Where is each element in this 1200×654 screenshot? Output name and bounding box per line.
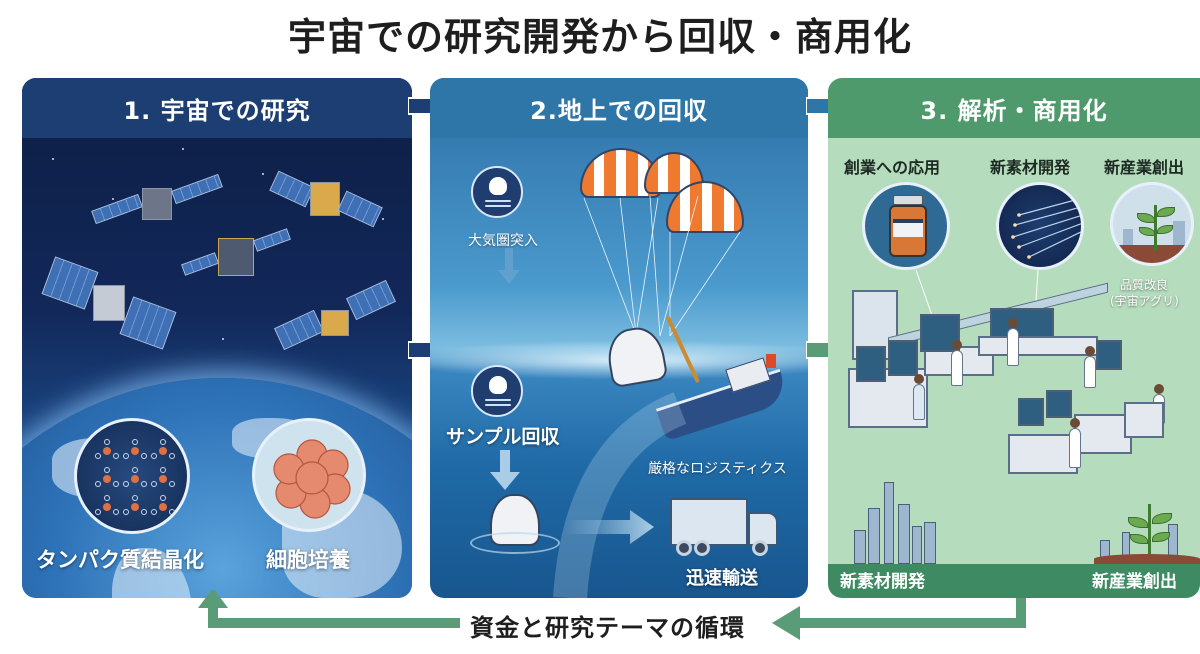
cycle-label: 資金と研究テーマの循環 bbox=[470, 614, 745, 642]
fiber-optics-icon bbox=[996, 182, 1084, 270]
truck-icon bbox=[670, 498, 748, 546]
panel-analysis-commercialization: 創業への応用 新素材開発 新産業創出 品質改良 (宇宙アグリ) bbox=[828, 78, 1200, 598]
subheader-new-industry: 新産業創出 bbox=[1104, 158, 1185, 177]
panel-ground-recovery: 大気圏突入 サンプル回収 厳格なロジスティクス bbox=[430, 78, 808, 598]
protein-crystal-icon bbox=[74, 418, 190, 534]
arrow-right-icon bbox=[566, 510, 654, 544]
subheader-new-materials: 新素材開発 bbox=[990, 158, 1071, 177]
cell-culture-icon bbox=[252, 418, 366, 532]
footer-new-industry: 新産業創出 bbox=[1092, 572, 1177, 592]
capsule-reentry-icon bbox=[471, 166, 523, 218]
cycle-arrow bbox=[198, 590, 1026, 640]
panel-3-header: 3. 解析・商用化 bbox=[828, 78, 1200, 138]
page-title: 宇宙での研究開発から回収・商用化 bbox=[287, 15, 912, 59]
lab-desk bbox=[978, 336, 1098, 356]
medicine-bottle-icon bbox=[862, 182, 950, 270]
researcher-figure bbox=[1007, 328, 1019, 366]
researcher-figure bbox=[1069, 428, 1081, 468]
lab-desk bbox=[1074, 414, 1132, 454]
star bbox=[112, 198, 114, 200]
star bbox=[222, 338, 224, 340]
panel-1-header: 1. 宇宙での研究 bbox=[22, 78, 412, 138]
star bbox=[382, 218, 384, 220]
lab-desk bbox=[1124, 402, 1164, 438]
researcher-figure bbox=[951, 350, 963, 386]
star bbox=[182, 148, 184, 150]
sample-recovery-label: サンプル回収 bbox=[446, 426, 560, 448]
star bbox=[262, 173, 264, 175]
arrow-down-icon bbox=[490, 450, 520, 490]
parachute-lines bbox=[583, 196, 741, 337]
protein-crystallization-label: タンパク質結晶化 bbox=[36, 548, 204, 572]
lab-desk bbox=[1008, 434, 1078, 474]
footer-new-materials: 新素材開発 bbox=[840, 572, 925, 592]
space-agri-label: (宇宙アグリ) bbox=[1110, 294, 1179, 308]
rapid-transport-label: 迅速輸送 bbox=[686, 568, 758, 589]
researcher-figure bbox=[1084, 356, 1096, 388]
quality-improvement-label: 品質改良 bbox=[1120, 278, 1169, 292]
capsule-splashdown-icon bbox=[471, 365, 523, 417]
arrow-down-icon bbox=[498, 248, 520, 284]
logistics-curve-arrow bbox=[553, 392, 687, 598]
panel-space-research: タンパク質結晶化 細胞培養 1. 宇宙での研究 bbox=[22, 78, 412, 598]
logistics-label: 厳格なロジスティクス bbox=[648, 461, 787, 477]
reentry-label: 大気圏突入 bbox=[468, 233, 538, 249]
panel-2-header: 2.地上での回収 bbox=[430, 78, 808, 138]
star bbox=[52, 158, 54, 160]
panel-3-footer bbox=[828, 564, 1200, 598]
space-agriculture-icon bbox=[1110, 182, 1194, 266]
cell-culture-label: 細胞培養 bbox=[266, 548, 350, 572]
subheader-application: 創業への応用 bbox=[844, 158, 941, 177]
researcher-figure bbox=[913, 384, 925, 420]
